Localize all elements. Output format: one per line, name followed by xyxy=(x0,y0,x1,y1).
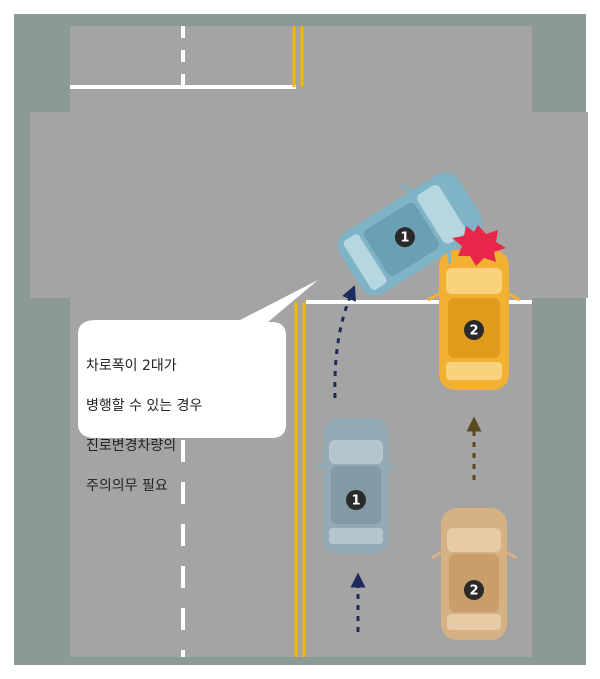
car-2-start-label: 2 xyxy=(469,584,478,599)
callout-text: 차로폭이 2대가 병행할 수 있는 경우 진로변경차량의 주의의무 필요 xyxy=(86,336,276,516)
car-2-start: 2 xyxy=(431,508,517,640)
car-1-start: 1 xyxy=(313,418,399,554)
car-1-turning-badge xyxy=(394,227,415,248)
callout-line-3: 진로변경차량의 xyxy=(86,438,177,454)
car-2-collision-badge xyxy=(464,320,484,340)
callout-line-1: 차로폭이 2대가 xyxy=(86,358,177,374)
callout-bubble xyxy=(78,280,318,438)
car-1-turning: 1 xyxy=(337,172,483,296)
callout-line-2: 병행할 수 있는 경우 xyxy=(86,398,203,414)
car-1-start-badge xyxy=(346,490,366,510)
car-2-collision: 2 xyxy=(427,250,521,390)
collision-burst-icon xyxy=(452,225,506,266)
car-1-path-arrow xyxy=(333,285,356,399)
car-2-collision-label: 2 xyxy=(469,324,478,339)
car-1-start-label: 1 xyxy=(351,494,360,509)
callout-line-4: 주의의무 필요 xyxy=(86,478,168,494)
car-2-start-badge xyxy=(464,580,484,600)
car-1-turning-label: 1 xyxy=(400,231,409,246)
